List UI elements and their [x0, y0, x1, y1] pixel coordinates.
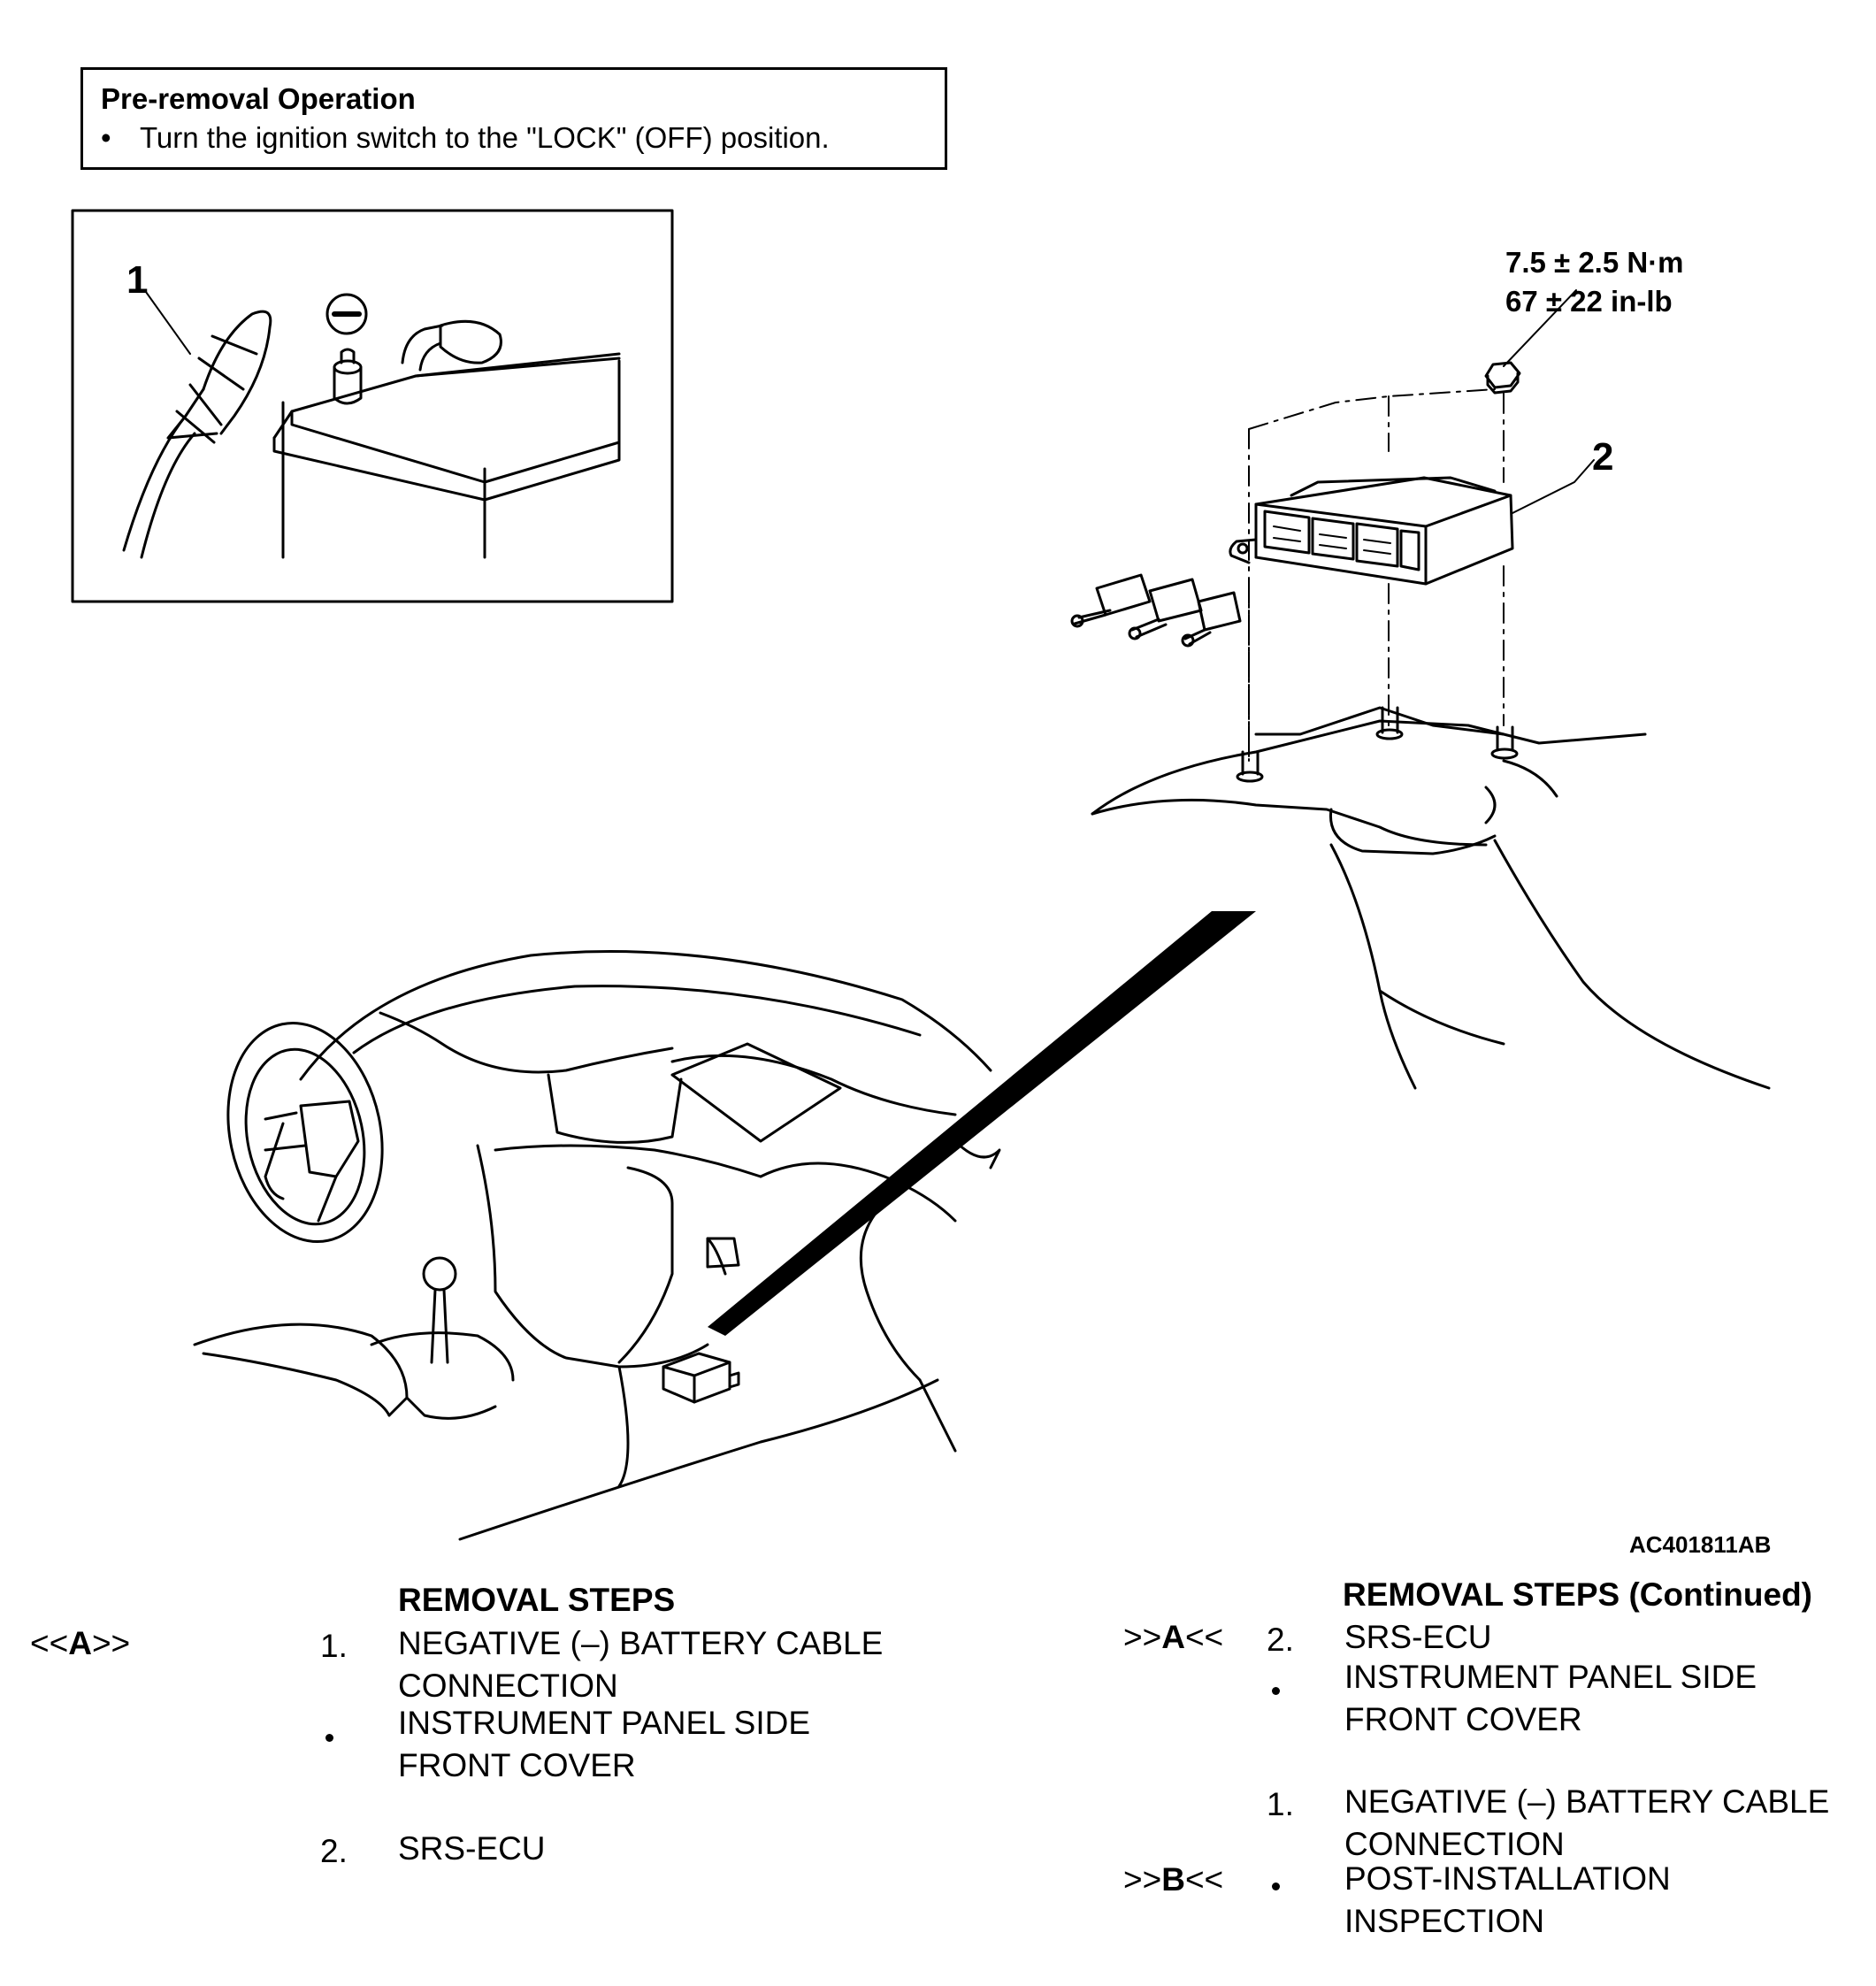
pointer-wedge	[708, 911, 1256, 1336]
ref-prefix: >>	[1123, 1861, 1162, 1898]
vehicle-interior	[193, 950, 1001, 1541]
left-step-1-ref: <<A>>	[30, 1625, 130, 1662]
line: SRS-ECU	[398, 1830, 546, 1867]
right-step-2-ref: >>A<<	[1123, 1619, 1223, 1656]
line: FRONT COVER	[1344, 1701, 1582, 1737]
left-step-cover-text: INSTRUMENT PANEL SIDE FRONT COVER	[398, 1702, 810, 1787]
pre-removal-box: Pre-removal Operation • Turn the ignitio…	[80, 67, 947, 170]
ref-letter: A	[1161, 1619, 1185, 1655]
line: INSPECTION	[1344, 1903, 1545, 1939]
torque-inlb: 67 ± 22 in-lb	[1505, 285, 1673, 318]
pre-removal-text: Turn the ignition switch to the "LOCK" (…	[140, 121, 830, 154]
line: POST-INSTALLATION	[1344, 1860, 1671, 1897]
illustration	[71, 209, 1771, 1541]
left-step-2-text: SRS-ECU	[398, 1828, 546, 1870]
ref-prefix: >>	[1123, 1619, 1162, 1655]
right-step-1-num: 1.	[1267, 1786, 1294, 1822]
line: SRS-ECU	[1344, 1619, 1492, 1655]
line: CONNECTION	[398, 1668, 618, 1704]
callout-2: 2	[1592, 435, 1614, 479]
ref-letter: B	[1161, 1861, 1185, 1898]
right-step-2-text: SRS-ECU	[1344, 1616, 1492, 1659]
ref-letter: A	[68, 1625, 92, 1661]
right-heading: REMOVAL STEPS (Continued)	[1343, 1576, 1813, 1613]
pre-removal-title: Pre-removal Operation	[101, 82, 416, 115]
torque-nm: 7.5 ± 2.5 N·m	[1505, 246, 1684, 279]
right-step-inspection-ref: >>B<<	[1123, 1861, 1223, 1898]
right-step-bullet-cover	[1272, 1687, 1280, 1695]
line: NEGATIVE (–) BATTERY CABLE	[398, 1625, 884, 1661]
harness-connectors	[1070, 573, 1242, 648]
right-step-1-text: NEGATIVE (–) BATTERY CABLE CONNECTION	[1344, 1781, 1829, 1866]
line: CONNECTION	[1344, 1826, 1565, 1862]
right-step-2-num: 2.	[1267, 1622, 1294, 1658]
battery-inset	[71, 209, 674, 603]
ref-prefix: <<	[30, 1625, 69, 1661]
right-step-cover-text: INSTRUMENT PANEL SIDE FRONT COVER	[1344, 1656, 1757, 1741]
srs-ecu-detail	[1070, 289, 1771, 1090]
pre-removal-bullet: •	[101, 121, 111, 154]
line: INSTRUMENT PANEL SIDE	[398, 1705, 811, 1741]
left-step-1-num: 1.	[320, 1628, 348, 1664]
line: FRONT COVER	[398, 1747, 636, 1783]
left-step-1-text: NEGATIVE (–) BATTERY CABLE CONNECTION	[398, 1622, 883, 1707]
figure-code: AC401811AB	[1629, 1531, 1772, 1558]
ref-suffix: >>	[91, 1625, 131, 1661]
callout-1: 1	[126, 258, 149, 302]
ref-suffix: <<	[1184, 1861, 1224, 1898]
left-step-2-num: 2.	[320, 1833, 348, 1869]
left-step-bullet	[325, 1734, 333, 1742]
line: NEGATIVE (–) BATTERY CABLE	[1344, 1783, 1830, 1820]
right-step-bullet-inspection	[1272, 1882, 1280, 1890]
right-step-inspection-text: POST-INSTALLATION INSPECTION	[1344, 1858, 1671, 1943]
ref-suffix: <<	[1184, 1619, 1224, 1655]
line: INSTRUMENT PANEL SIDE	[1344, 1659, 1757, 1695]
left-heading: REMOVAL STEPS	[398, 1582, 676, 1618]
